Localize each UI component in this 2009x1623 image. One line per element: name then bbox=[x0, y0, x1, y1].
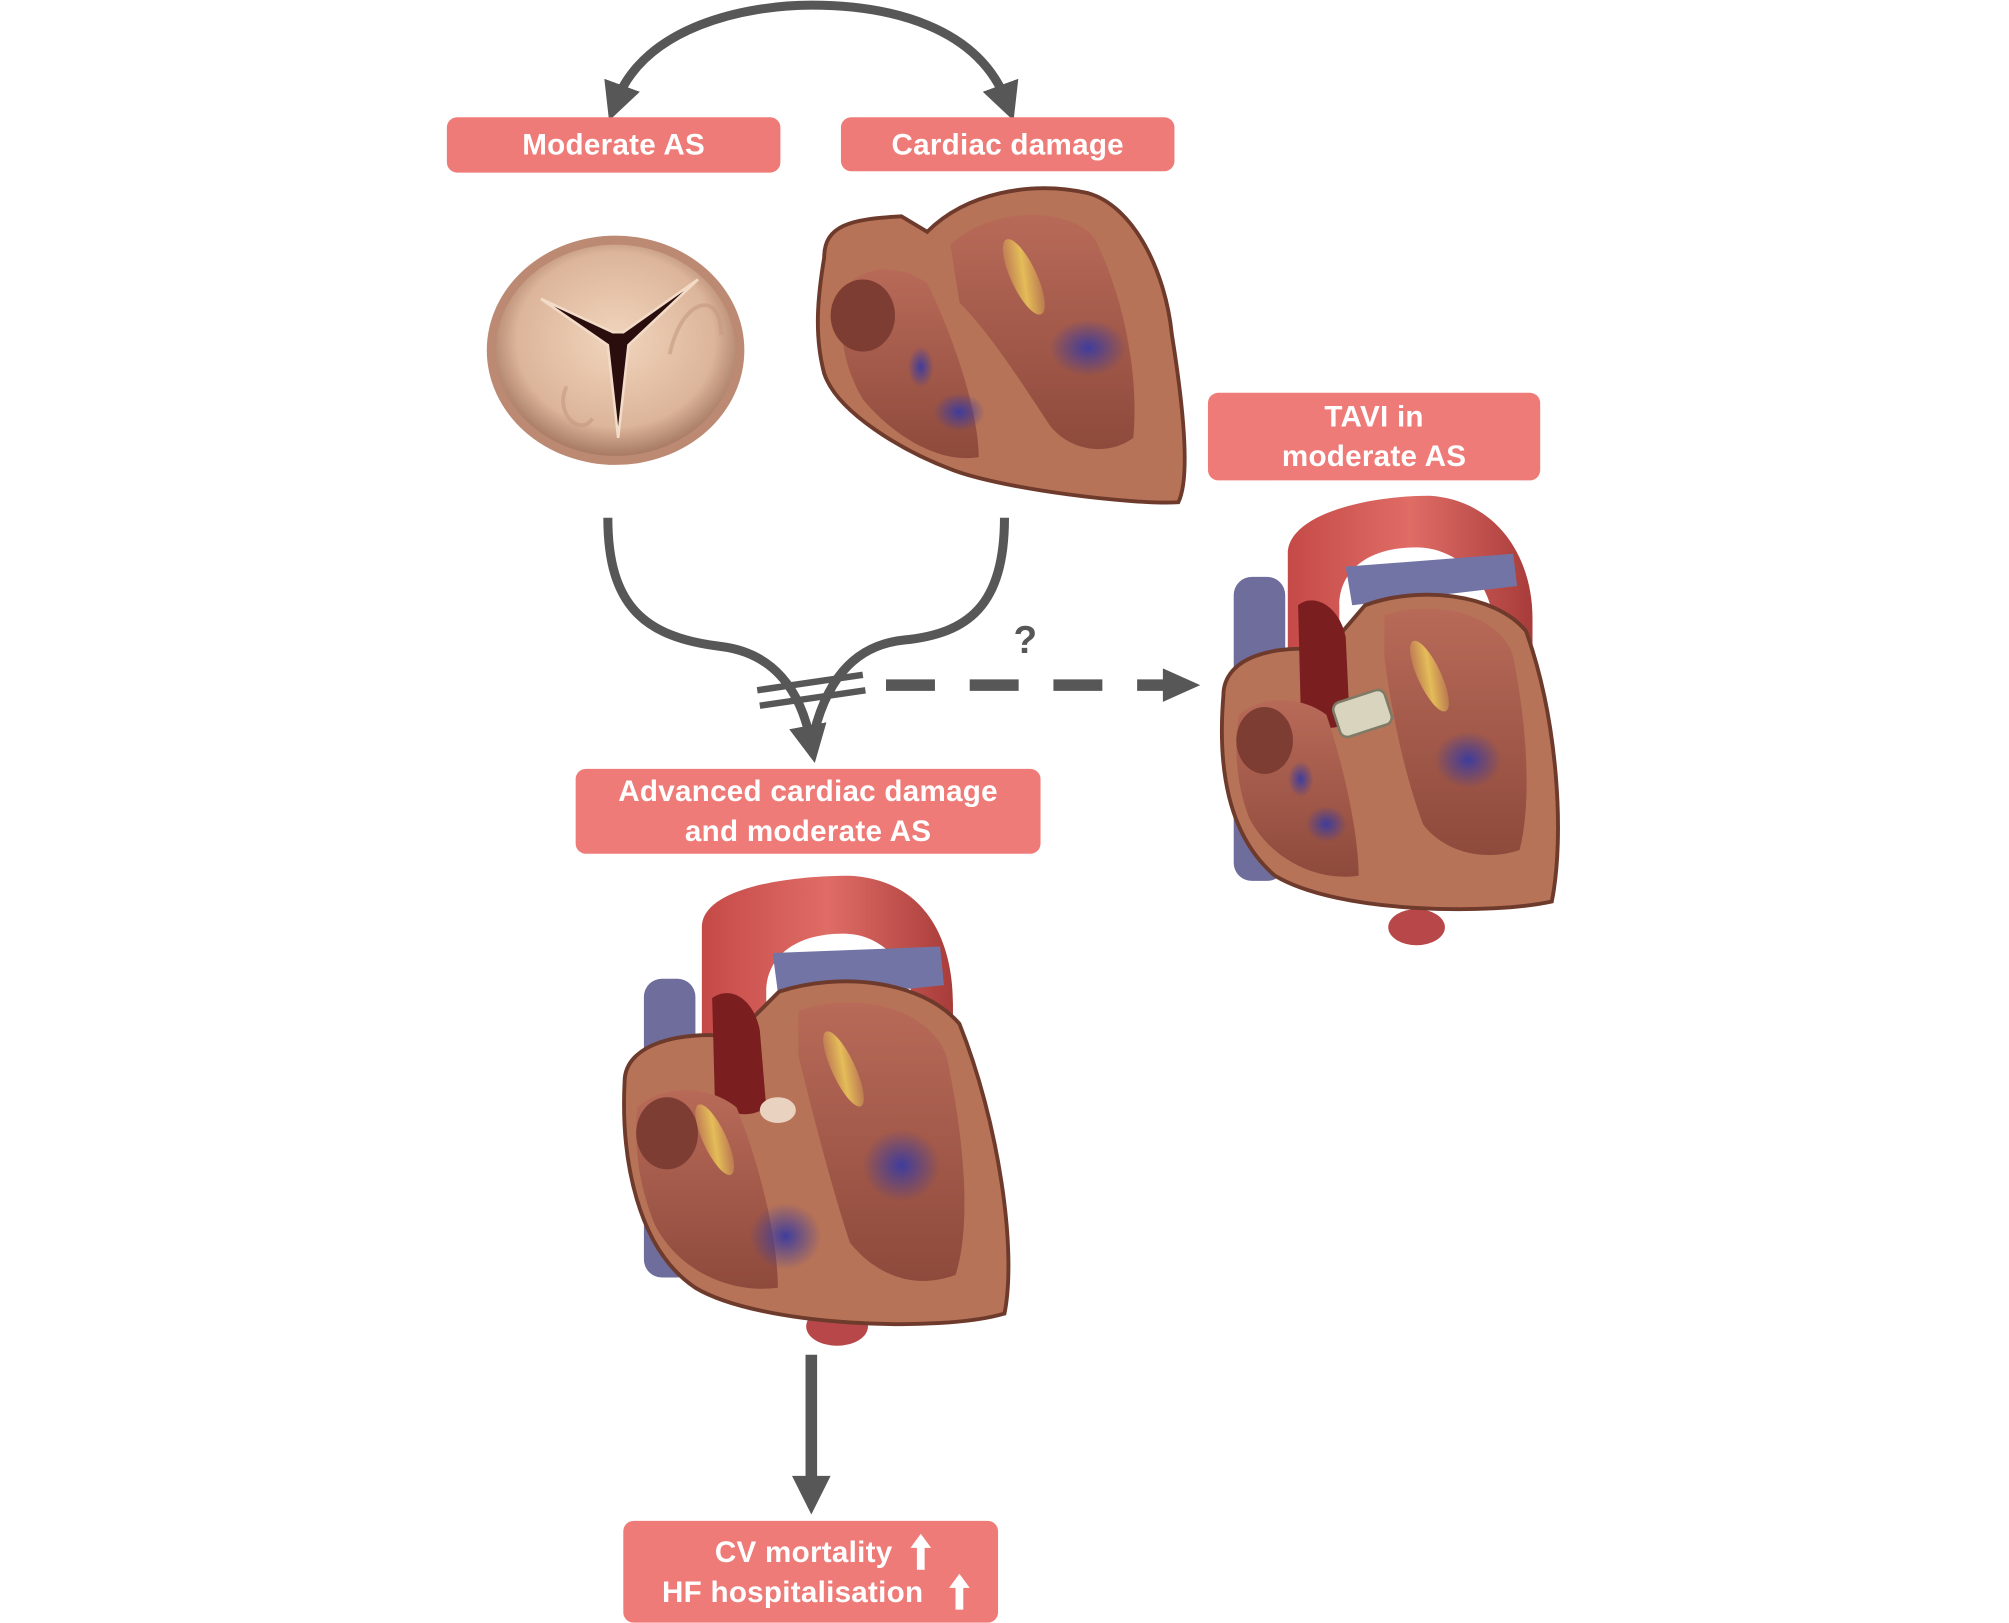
advanced-damage-box: Advanced cardiac damage and moderate AS bbox=[575, 768, 1041, 854]
moderate-as-box: Moderate AS bbox=[446, 117, 781, 173]
advanced-label-line-2: and moderate AS bbox=[684, 813, 932, 848]
stenotic-valve-illustration bbox=[486, 235, 745, 465]
damaged-heart-illustration bbox=[815, 186, 1187, 505]
advanced-heart-illustration bbox=[622, 875, 1011, 1346]
uncertainty-question-mark: ? bbox=[1013, 619, 1038, 662]
increase-arrow-icon bbox=[910, 1533, 932, 1570]
interruption-bar-bottom bbox=[759, 687, 866, 709]
tavi-heart-illustration bbox=[1219, 495, 1560, 946]
interruption-bar-top bbox=[756, 671, 864, 694]
outcome-row: CV mortality bbox=[715, 1532, 970, 1572]
curve-moderate-as-to-advanced bbox=[603, 517, 827, 763]
moderate-as-label: Moderate AS bbox=[522, 127, 706, 161]
bidirectional-arc-arrow bbox=[604, 0, 1019, 121]
outcome-cv-mortality: CV mortality bbox=[714, 1534, 893, 1568]
outcome-hf-hospitalisation: HF hospitalisation bbox=[661, 1574, 924, 1608]
advanced-label-line-1: Advanced cardiac damage bbox=[618, 773, 998, 808]
down-arrow-head bbox=[791, 1475, 831, 1515]
outcome-row: HF hospitalisation bbox=[662, 1572, 970, 1612]
curve-cardiac-damage-to-advanced bbox=[806, 517, 1009, 746]
tavi-label-line-1: TAVI in bbox=[1324, 399, 1424, 433]
cardiac-damage-box: Cardiac damage bbox=[840, 117, 1175, 172]
tavi-box: TAVI in moderate AS bbox=[1207, 392, 1541, 481]
tavi-label-line-2: moderate AS bbox=[1281, 439, 1467, 473]
cardiac-damage-label: Cardiac damage bbox=[891, 126, 1124, 161]
outcomes-box: CV mortality HF hospitalisation bbox=[623, 1520, 999, 1623]
increase-arrow-icon bbox=[949, 1573, 970, 1610]
dashed-arrow-head bbox=[1162, 668, 1201, 702]
